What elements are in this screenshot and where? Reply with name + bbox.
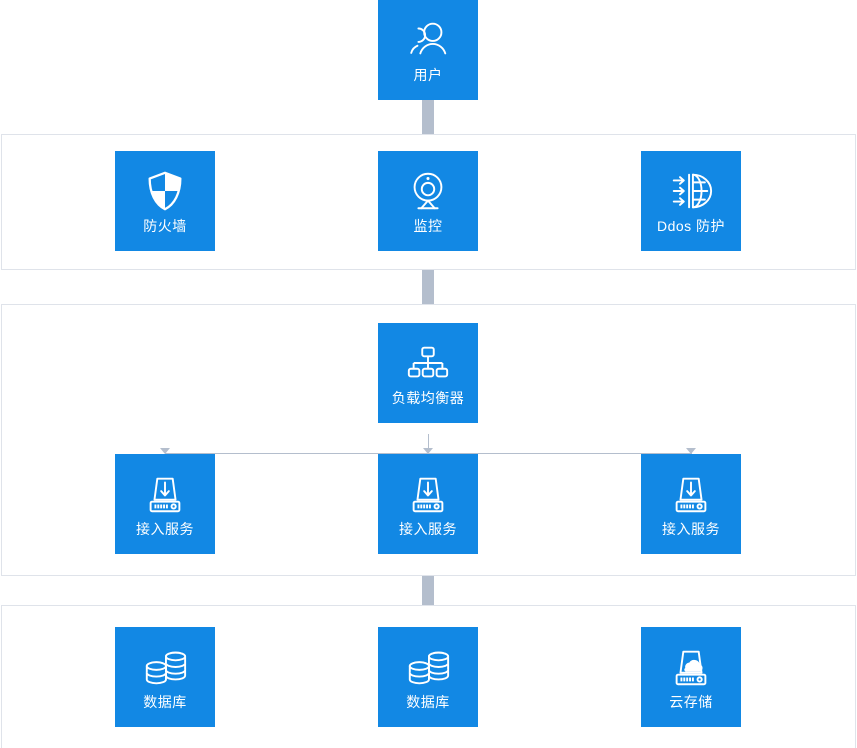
arrowhead-service-1 [160, 448, 170, 454]
node-access-service-2[interactable]: 接入服务 [378, 454, 478, 554]
cloud-storage-icon [675, 650, 707, 685]
node-load-balancer[interactable]: 负载均衡器 [378, 323, 478, 423]
node-ddos[interactable]: Ddos 防护 [641, 151, 741, 251]
server-download-icon [675, 477, 707, 512]
node-access-service-3[interactable]: 接入服务 [641, 454, 741, 554]
node-ddos-label: Ddos 防护 [656, 217, 726, 234]
database-icon [145, 651, 187, 684]
database-icon [408, 651, 450, 684]
node-firewall[interactable]: 防火墙 [115, 151, 215, 251]
arrowhead-service-2 [423, 448, 433, 454]
node-access-service-2-label: 接入服务 [399, 520, 457, 537]
server-download-icon [412, 477, 444, 512]
node-monitor-label: 监控 [413, 217, 443, 234]
webcam-icon [413, 172, 443, 209]
connector-security-to-balance [422, 270, 434, 304]
node-access-service-1-label: 接入服务 [136, 520, 194, 537]
node-user-label: 用户 [413, 66, 443, 83]
server-download-icon [149, 477, 181, 512]
node-user[interactable]: 用户 [378, 0, 478, 100]
ddos-globe-icon [672, 173, 713, 208]
node-cloud-storage[interactable]: 云存储 [641, 627, 741, 727]
node-firewall-label: 防火墙 [143, 217, 187, 234]
node-monitor[interactable]: 监控 [378, 151, 478, 251]
load-balancer-icon [407, 346, 449, 377]
node-database-1-label: 数据库 [143, 693, 187, 710]
arrowhead-service-3 [686, 448, 696, 454]
users-icon [410, 22, 447, 54]
node-access-service-1[interactable]: 接入服务 [115, 454, 215, 554]
node-database-2[interactable]: 数据库 [378, 627, 478, 727]
node-cloud-storage-label: 云存储 [669, 693, 713, 710]
node-database-2-label: 数据库 [406, 693, 450, 710]
shield-icon [148, 171, 182, 210]
node-load-balancer-label: 负载均衡器 [391, 389, 465, 406]
connector-user-to-security [422, 100, 434, 134]
node-access-service-3-label: 接入服务 [662, 520, 720, 537]
connector-balance-to-storage [422, 576, 434, 605]
connector-lb-stem [428, 434, 429, 453]
node-database-1[interactable]: 数据库 [115, 627, 215, 727]
